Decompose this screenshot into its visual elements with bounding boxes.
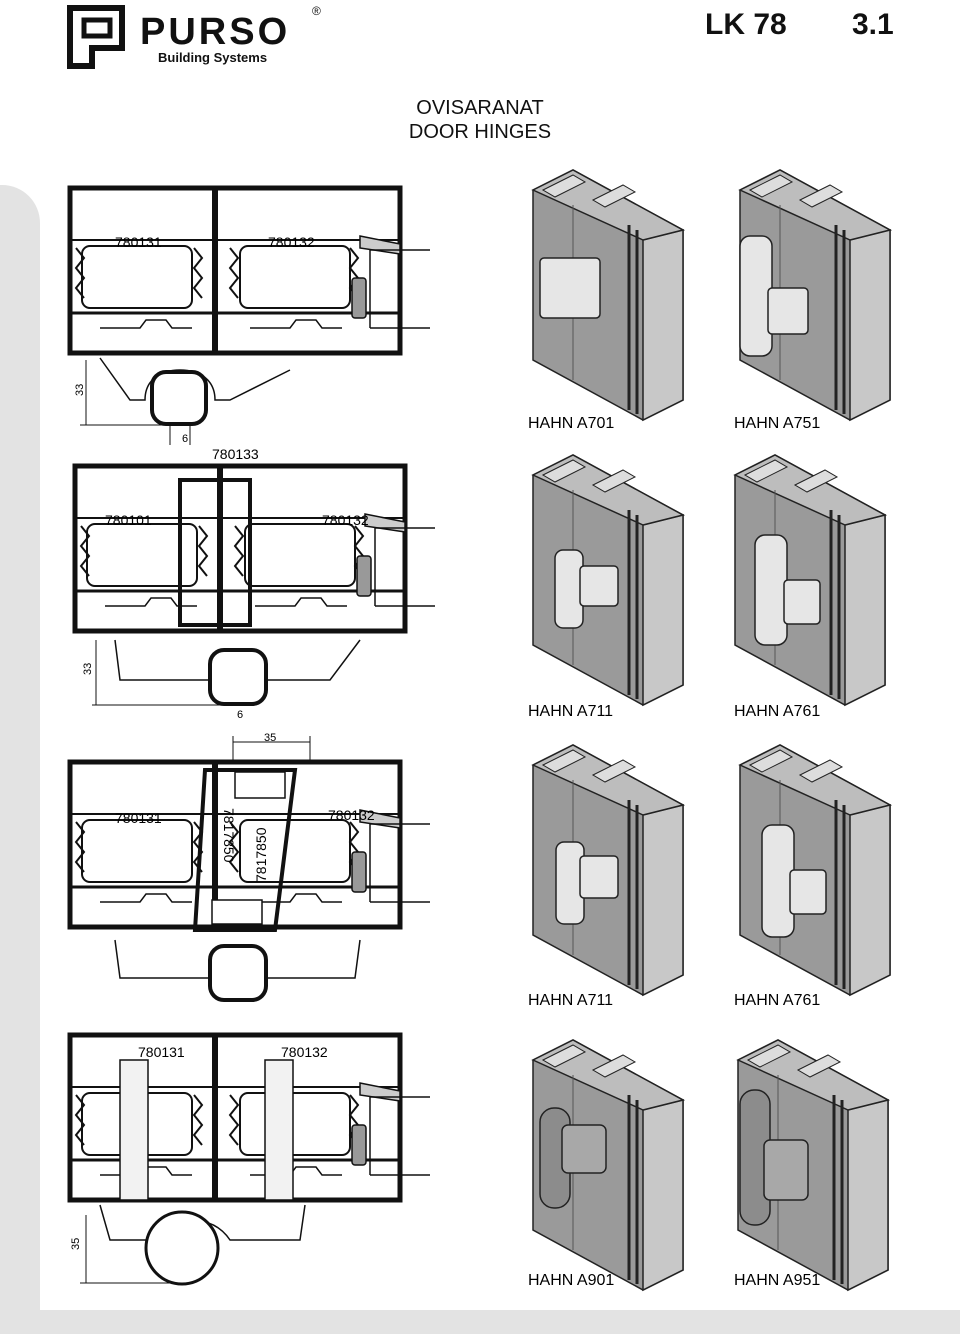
title-finnish: OVISARANAT [416,97,544,119]
bottom-band-background [0,1310,960,1334]
product-code: LK 78 [705,8,787,41]
section-2-profile-drawing [75,466,435,706]
section-2-hinge-b-barrel [754,534,788,646]
section-3-hinge-a-leaf [579,855,619,899]
section-1-hinge-b-leaf [767,287,809,335]
section-1-hinge-b-label: HAHN A751 [734,415,820,432]
brand-name: PURSO [140,11,291,53]
section-4-dimension-vertical: 35 [70,1238,82,1250]
section-3-middle-profile-a: 7817850 [221,808,237,863]
section-1-hinge-a-label: HAHN A701 [528,415,614,432]
section-1-profile-drawing [70,188,430,445]
title-english: DOOR HINGES [408,121,552,143]
section-4-hinge-a-leaf [561,1124,607,1174]
section-2-profile-left: 780101 [105,512,152,528]
brand-tagline: Building Systems [158,50,268,65]
section-3-profile-left: 780131 [115,810,162,826]
section-4-profile-right: 780132 [281,1044,328,1060]
section-2-dimension-horizontal: 6 [237,709,243,721]
section-2-hinge-a-barrel [554,549,584,629]
section-2-dimension-vertical: 33 [82,663,94,675]
side-tab-background [0,185,40,1310]
section-3-dimension-top: 35 [264,732,276,744]
section-4-profile-drawing [70,1035,430,1286]
section-1-profile-right: 780132 [268,234,315,250]
section-4-hinge-b-leaf [763,1139,809,1201]
section-1-hinge-b-barrel [739,235,773,357]
section-1-hinge-a-leaf [539,257,601,319]
registered-mark: ® [312,4,321,18]
page-number: 3.1 [852,8,894,41]
section-3-profile-drawing [70,762,430,1002]
section-3-hinge-a-label: HAHN A711 [528,992,613,1009]
section-4-hinge-b-label: HAHN A951 [734,1272,820,1289]
section-2-hinge-a-label: HAHN A711 [528,703,613,720]
section-3-hinge-b-leaf [789,869,827,915]
section-2-hinge-a-leaf [579,565,619,607]
section-1-dimension-vertical: 33 [74,384,86,396]
section-2-profile-right: 780132 [322,512,369,528]
section-4-hinge-a-label: HAHN A901 [528,1272,614,1289]
section-3-dimension-top-line [232,736,311,760]
section-2-hinge-b-leaf [783,579,821,625]
section-4-profile-left: 780131 [138,1044,185,1060]
section-1-dimension-horizontal: 6 [182,433,188,445]
section-2-hinge-b-label: HAHN A761 [734,703,820,720]
section-3-hinge-b-label: HAHN A761 [734,992,820,1009]
section-3-middle-profile-b: 7817850 [253,827,269,882]
purso-logo-icon [67,5,125,69]
section-3-hinge-b-barrel [761,824,795,938]
section-2-profile-top: 780133 [212,446,259,462]
section-1-profile-left: 780131 [115,234,162,250]
section-3-profile-right: 780132 [328,807,375,823]
